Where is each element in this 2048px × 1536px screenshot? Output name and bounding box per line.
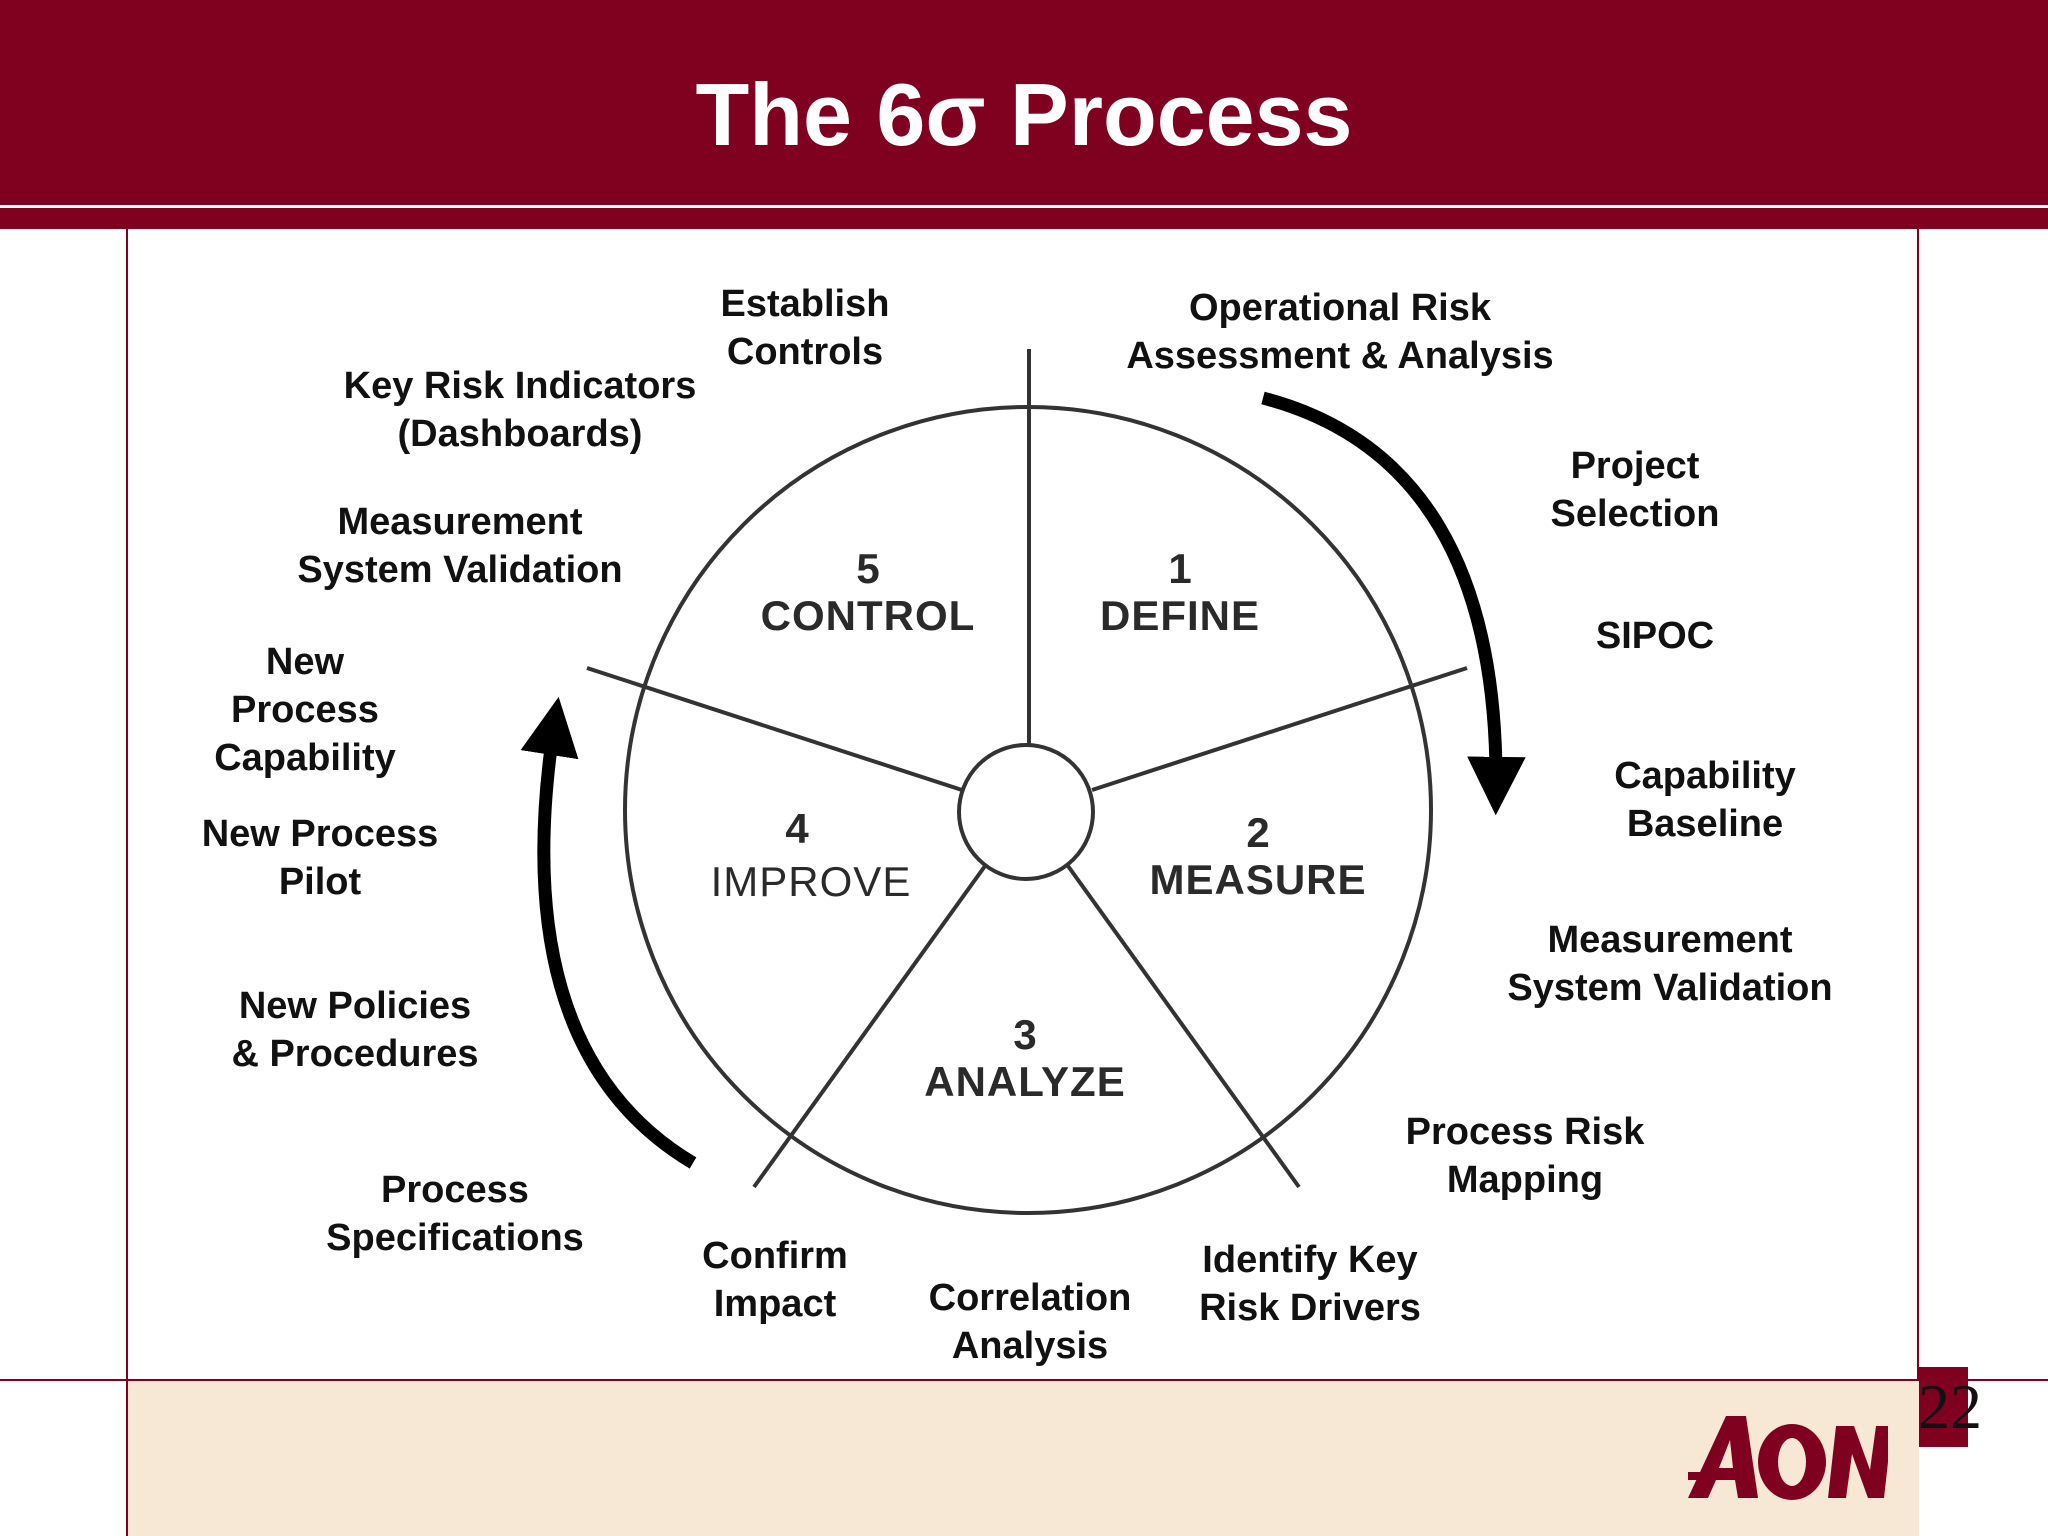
footer-divider [0, 1379, 2048, 1381]
phase-5-number: 5 [856, 545, 880, 592]
label-project-selection: Project Selection [1550, 445, 1720, 535]
label-new-process-capability: New Process Capability [214, 641, 396, 779]
label-identify-key-risk-drivers: Identify Key Risk Drivers [1199, 1239, 1421, 1329]
label-new-process-pilot: New Process Pilot [201, 813, 439, 903]
spoke-analyze-improve [752, 864, 987, 1189]
page-number: 22 [1918, 1371, 1982, 1442]
slide-title: The 6σ Process [695, 65, 1353, 164]
flow-arrow-improve-to-control [520, 696, 697, 1169]
phase-5-name: CONTROL [760, 592, 976, 639]
phase-3-number: 3 [1013, 1011, 1037, 1058]
aon-logo [1688, 1416, 1888, 1500]
phase-1-number: 1 [1168, 545, 1192, 592]
phase-4-name: IMPROVE [710, 858, 912, 905]
label-process-specifications: Process Specifications [326, 1169, 584, 1259]
label-correlation-analysis: Correlation Analysis [928, 1277, 1132, 1367]
label-establish-controls: Establish Controls [720, 283, 890, 373]
flow-arrow-define-to-measure [1261, 391, 1526, 816]
title-bar-divider [0, 205, 2048, 208]
label-measurement-system-validation-control: Measurement System Validation [297, 501, 623, 591]
label-key-risk-indicators: Key Risk Indicators (Dashboards) [343, 365, 697, 455]
phase-2-name: MEASURE [1149, 856, 1367, 903]
frame-right-rule [1917, 229, 1919, 1379]
label-measurement-system-validation-measure: Measurement System Validation [1507, 919, 1833, 1009]
label-capability-baseline: Capability Baseline [1614, 755, 1796, 845]
process-wheel-hub [957, 743, 1095, 881]
page-number-box [1919, 1367, 1968, 1447]
footer-left-margin [0, 1381, 126, 1536]
spoke-define-measure [1091, 666, 1468, 792]
phase-3-name: ANALYZE [924, 1058, 1126, 1105]
label-new-policies-procedures: New Policies & Procedures [231, 985, 479, 1075]
title-bar [0, 0, 2048, 229]
label-sipoc: SIPOC [1595, 615, 1715, 657]
spoke-measure-analyze [1066, 864, 1301, 1189]
phase-4-number: 4 [785, 805, 809, 852]
label-process-risk-mapping: Process Risk Mapping [1405, 1111, 1645, 1201]
spoke-improve-control [586, 666, 963, 792]
phase-2-number: 2 [1246, 809, 1270, 856]
label-operational-risk-assessment: Operational Risk Assessment & Analysis [1126, 287, 1554, 377]
footer-band [0, 1379, 2048, 1536]
frame-left-rule [126, 229, 128, 1536]
phase-1-name: DEFINE [1099, 592, 1260, 639]
label-confirm-impact: Confirm Impact [702, 1235, 848, 1325]
